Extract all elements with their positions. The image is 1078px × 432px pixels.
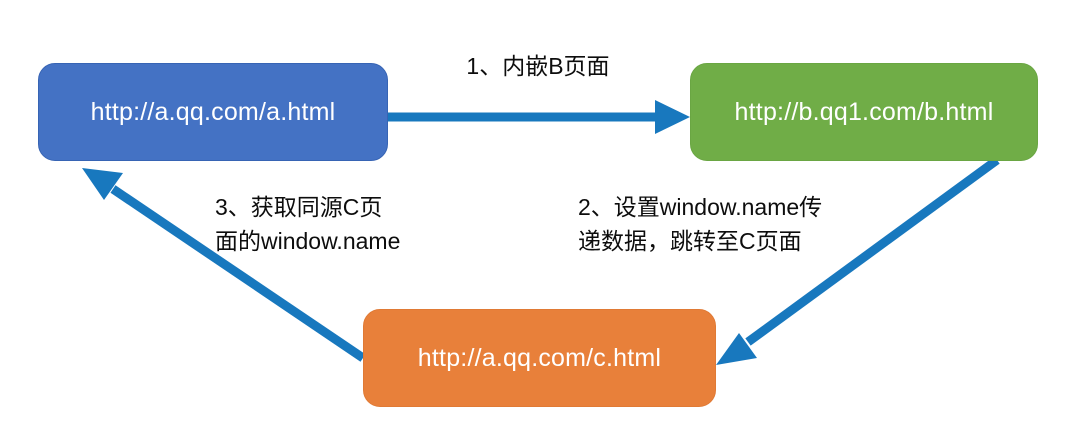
edge-label-step-3: 3、获取同源C页 面的window.name (215, 194, 401, 254)
node-page-c[interactable]: http://a.qq.com/c.html (363, 309, 716, 407)
node-page-a-label: http://a.qq.com/a.html (90, 97, 336, 126)
node-page-a[interactable]: http://a.qq.com/a.html (38, 63, 388, 161)
node-page-c-label: http://a.qq.com/c.html (417, 343, 662, 372)
arrow-b-to-c (716, 156, 1000, 365)
node-page-b[interactable]: http://b.qq1.com/b.html (690, 63, 1038, 161)
arrow-c-to-a (82, 168, 366, 362)
edge-label-step-2: 2、设置window.name传 递数据，跳转至C页面 (578, 194, 823, 254)
edge-label-step-1: 1、内嵌B页面 (466, 53, 610, 79)
node-page-b-label: http://b.qq1.com/b.html (734, 97, 994, 126)
arrow-a-to-b (388, 100, 690, 134)
